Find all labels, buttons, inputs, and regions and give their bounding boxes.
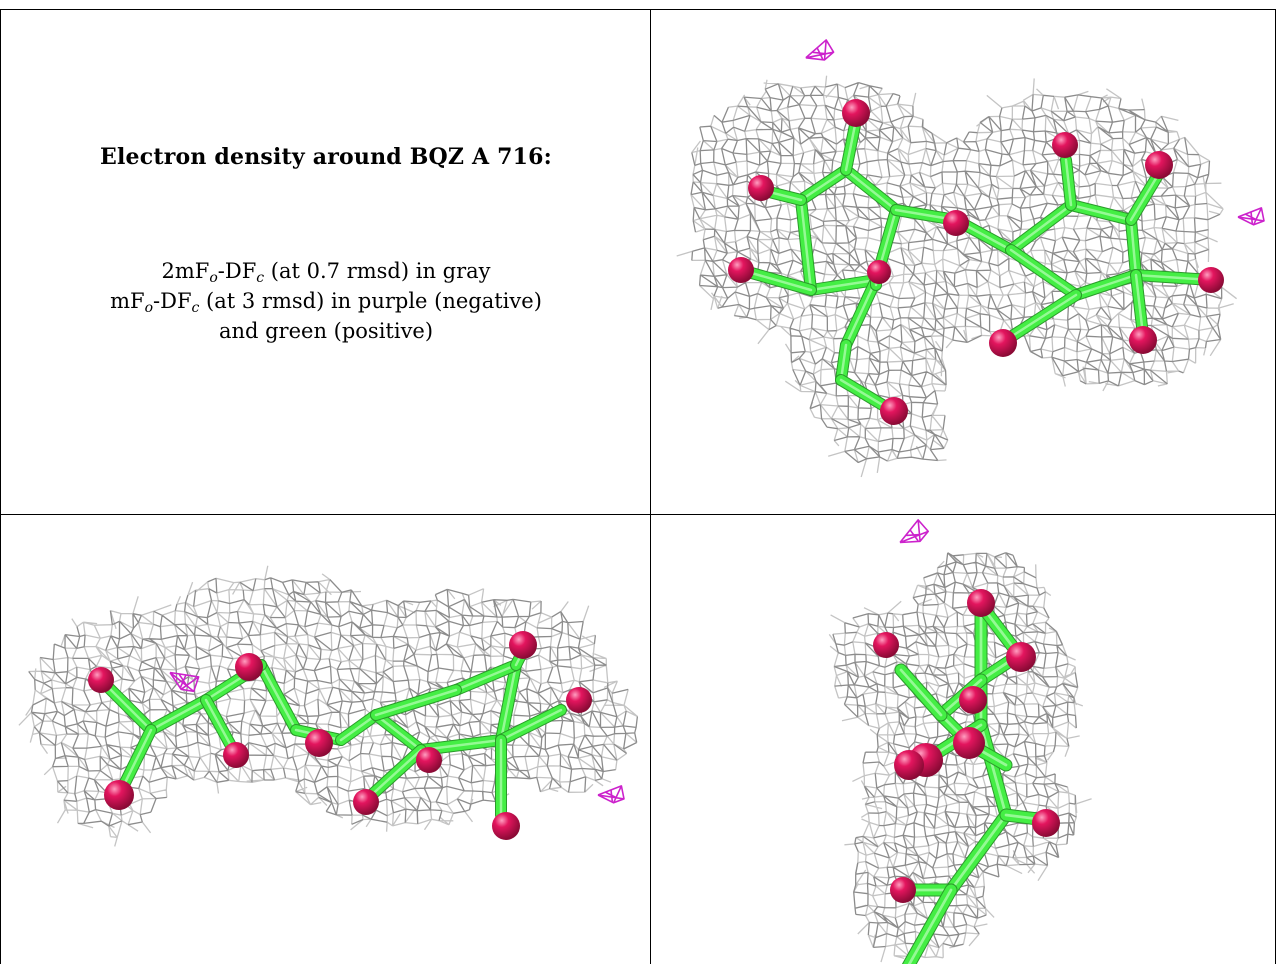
oxygen-atoms	[873, 589, 1060, 903]
negative-density-blob	[169, 671, 200, 693]
density-panel-bottom-left	[1, 515, 650, 964]
oxygen-atoms	[728, 99, 1224, 425]
atom-sphere	[353, 789, 379, 815]
atom-sphere	[566, 687, 592, 713]
negative-density-blob	[597, 785, 625, 804]
atom-sphere	[509, 631, 537, 659]
atom-sphere	[728, 257, 754, 283]
legend-line-positive: and green (positive)	[218, 319, 434, 343]
table-border-top	[0, 9, 1276, 10]
legend-line-difference: mFo-DFc (at 3 rmsd) in purple (negative)	[110, 289, 542, 316]
atom-sphere	[890, 877, 916, 903]
table-border-middle	[0, 514, 1276, 515]
electron-density-mesh-icon	[676, 39, 1265, 478]
oxygen-atoms	[88, 631, 592, 840]
figure-title: Electron density around BQZ A 716:	[100, 144, 552, 170]
atom-sphere	[1006, 642, 1036, 672]
electron-density-mesh-icon	[828, 519, 1092, 964]
atom-sphere	[748, 175, 774, 201]
atom-sphere	[1129, 326, 1157, 354]
atom-sphere	[943, 210, 969, 236]
legend-line-gray: 2mFo-DFc (at 0.7 rmsd) in gray	[161, 259, 491, 286]
density-panel-bottom-right	[651, 515, 1275, 964]
atom-sphere	[104, 780, 134, 810]
negative-density-blob	[899, 519, 930, 544]
atom-sphere	[959, 686, 987, 714]
atom-sphere	[88, 667, 114, 693]
atom-sphere	[842, 99, 870, 127]
bond-sticks	[95, 639, 567, 821]
atom-sphere	[989, 329, 1017, 357]
table-border-center	[650, 9, 651, 964]
atom-sphere	[235, 653, 263, 681]
atom-sphere	[305, 729, 333, 757]
negative-density-blob	[805, 39, 835, 61]
figure-legend: 2mFo-DFc (at 0.7 rmsd) in gray mFo-DFc (…	[1, 256, 650, 346]
density-panel-top-right	[651, 10, 1275, 514]
atom-sphere	[1032, 809, 1060, 837]
atom-sphere	[894, 750, 924, 780]
density-mesh	[828, 552, 1092, 963]
atom-sphere	[1052, 132, 1078, 158]
atom-sphere	[953, 727, 985, 759]
atom-sphere	[967, 589, 995, 617]
atom-sphere	[492, 812, 520, 840]
atom-sphere	[223, 742, 249, 768]
atom-sphere	[880, 397, 908, 425]
table-border-left	[0, 9, 1, 964]
caption-cell: Electron density around BQZ A 716: 2mFo-…	[1, 10, 650, 514]
atom-sphere	[416, 747, 442, 773]
atom-sphere	[873, 632, 899, 658]
negative-density-blob	[1237, 207, 1265, 226]
electron-density-mesh-icon	[18, 565, 639, 847]
atom-sphere	[1198, 267, 1224, 293]
atom-sphere	[1145, 151, 1173, 179]
atom-sphere	[867, 260, 891, 284]
